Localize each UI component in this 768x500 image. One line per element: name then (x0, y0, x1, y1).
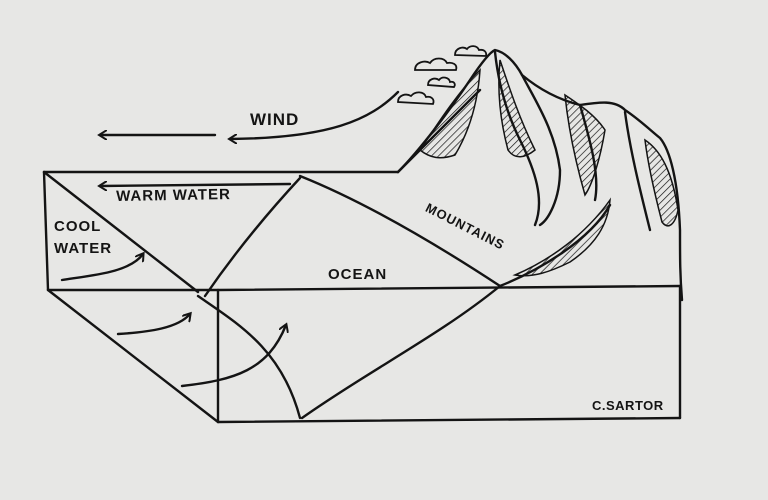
cloud-3 (427, 76, 456, 88)
block-left-edge (42, 170, 50, 292)
ocean-label: OCEAN (328, 266, 388, 283)
mountain-shade-3 (564, 93, 606, 197)
block-bottom-edge (216, 416, 682, 424)
mountain-ridge-4 (623, 110, 652, 232)
cool-water-arrow-2 (116, 314, 190, 336)
block-front-bottom (46, 288, 220, 424)
wind-label: WIND (250, 110, 300, 129)
mountain-shade-1 (418, 68, 481, 159)
warm-water-arrow (100, 184, 292, 186)
shelf-line-front (196, 294, 302, 420)
slope-right (300, 284, 502, 420)
mountain-shade-5 (512, 197, 611, 277)
mountain-ridge-2 (520, 73, 562, 227)
cool-water-arrow-1 (60, 254, 143, 282)
mountain-shade-4 (644, 138, 679, 227)
wind-arrow-right (230, 90, 400, 139)
artist-signature: C.SARTOR (592, 398, 664, 413)
cool-water-arrow-3 (180, 325, 286, 388)
cloud-4 (397, 91, 435, 105)
cool-water-label-line1: COOL (54, 218, 102, 235)
cloud-1 (414, 57, 458, 71)
cool-water-label-line2: WATER (54, 240, 113, 257)
coast-line (298, 174, 502, 288)
top-diagonal (42, 170, 200, 294)
cloud-2 (454, 45, 488, 57)
mountain-shade-2 (498, 59, 536, 158)
shelf-line-top (203, 176, 302, 298)
warm-water-label: WARM WATER (116, 185, 231, 205)
ocean-surface-line (46, 284, 682, 292)
